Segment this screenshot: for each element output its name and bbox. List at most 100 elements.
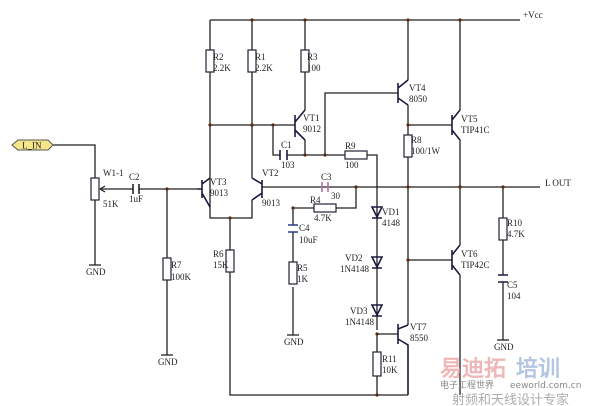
gnd-label: GND xyxy=(86,267,106,277)
transistor-vt7 xyxy=(397,324,409,395)
svg-text:易迪拓: 易迪拓 xyxy=(440,357,506,382)
component-label: VD3 xyxy=(350,306,368,316)
component-label: C5 xyxy=(507,280,518,290)
component-label: R4 xyxy=(310,195,321,205)
component-label: 4148 xyxy=(382,218,401,228)
component-label: 100K xyxy=(171,272,192,282)
component-label: VT6 xyxy=(461,249,478,259)
component-label: 8550 xyxy=(410,333,429,343)
gnd-label: GND xyxy=(158,357,178,367)
component-label: 1uF xyxy=(129,194,143,204)
resistor-r3 xyxy=(300,49,310,73)
transistors xyxy=(197,79,461,395)
transistor-vt2 xyxy=(251,177,263,201)
transistor-vt3 xyxy=(197,177,211,208)
component-label: 2.2K xyxy=(213,63,231,73)
component-label: R1 xyxy=(255,52,266,62)
component-label: 4.7K xyxy=(507,229,525,239)
component-label: R5 xyxy=(297,263,308,273)
component-label: 8050 xyxy=(409,94,428,104)
capacitor-c5 xyxy=(498,274,508,283)
component-label: VD2 xyxy=(345,253,363,263)
resistor-r1 xyxy=(247,49,257,73)
component-label: 1N4148 xyxy=(340,264,369,274)
svg-text:eeworld.com.cn: eeworld.com.cn xyxy=(510,381,581,391)
component-label: 1K xyxy=(297,274,309,284)
resistor-r2 xyxy=(205,49,215,73)
component-label: 9012 xyxy=(303,124,321,134)
component-label: R10 xyxy=(507,218,523,228)
component-label: R11 xyxy=(382,354,397,364)
component-label: C2 xyxy=(129,172,140,182)
junctions xyxy=(165,18,505,397)
component-label: 100 xyxy=(307,63,321,73)
output-label: L OUT xyxy=(545,178,571,188)
resistor-r5 xyxy=(288,261,298,285)
component-label: VT3 xyxy=(210,177,227,187)
component-label: VT1 xyxy=(303,113,320,123)
resistor-r10 xyxy=(498,217,508,241)
component-label: 15K xyxy=(213,260,229,270)
component-label: TIP42C xyxy=(461,260,490,270)
component-label: R9 xyxy=(345,141,356,151)
watermark-logo: 易迪拓 培训 电子工程世界 eeworld.com.cn 射频和天线设计专家 xyxy=(440,356,581,406)
component-label: 104 xyxy=(507,291,521,301)
component-label: R2 xyxy=(213,52,224,62)
supply-label: +Vcc xyxy=(523,10,543,20)
input-label: L_IN xyxy=(22,141,42,151)
potentiometer-w1 xyxy=(90,177,106,201)
component-label: 100 xyxy=(345,160,359,170)
svg-text:电子工程世界: 电子工程世界 xyxy=(440,379,494,391)
component-label: R8 xyxy=(411,135,422,145)
resistor-r8 xyxy=(403,134,413,158)
resistor-r9 xyxy=(344,150,368,160)
component-label: 2.2K xyxy=(255,63,273,73)
resistor-r6 xyxy=(225,249,235,273)
component-label: 10uF xyxy=(299,235,318,245)
component-label: C1 xyxy=(281,140,292,150)
component-label: VT5 xyxy=(461,114,478,124)
gnd-label: GND xyxy=(284,337,304,347)
capacitor-c1 xyxy=(279,150,288,160)
component-label: 9013 xyxy=(210,188,229,198)
gnd-label: GND xyxy=(494,342,514,352)
component-label: 100/1W xyxy=(411,146,441,156)
component-label: 51K xyxy=(103,199,119,209)
capacitors xyxy=(132,150,508,283)
svg-text:培训: 培训 xyxy=(516,356,560,382)
wires xyxy=(52,19,540,396)
resistor-r11 xyxy=(372,351,382,377)
component-label: 1N4148 xyxy=(345,317,374,327)
component-label: R3 xyxy=(307,52,318,62)
component-label: VT4 xyxy=(409,83,426,93)
ground-symbols xyxy=(89,264,509,356)
component-label: VD1 xyxy=(382,207,400,217)
component-label: R7 xyxy=(171,260,182,270)
component-label: W1-1 xyxy=(103,168,124,178)
component-label: TIP41C xyxy=(461,125,490,135)
transistor-vt5 xyxy=(451,109,461,141)
component-label: 30 xyxy=(331,191,341,201)
component-label: R6 xyxy=(213,249,224,259)
capacitor-c4 xyxy=(288,224,298,233)
component-label: C3 xyxy=(321,172,332,182)
diodes xyxy=(370,206,384,317)
transistor-vt6 xyxy=(451,244,461,276)
component-label: 4.7K xyxy=(314,213,332,223)
component-label: 10K xyxy=(382,365,398,375)
component-label: 103 xyxy=(281,160,295,170)
resistor-r4 xyxy=(313,203,337,213)
capacitor-c2 xyxy=(132,184,140,194)
resistor-r7 xyxy=(162,257,172,281)
transistor-vt1 xyxy=(294,109,306,141)
input-port-tag xyxy=(11,139,54,151)
component-label: 9013 xyxy=(262,198,281,208)
capacitor-c3 xyxy=(321,182,329,192)
svg-text:射频和天线设计专家: 射频和天线设计专家 xyxy=(452,392,569,406)
component-label: VT2 xyxy=(262,168,279,178)
component-label: VT7 xyxy=(410,322,427,332)
transistor-vt4 xyxy=(397,79,409,106)
